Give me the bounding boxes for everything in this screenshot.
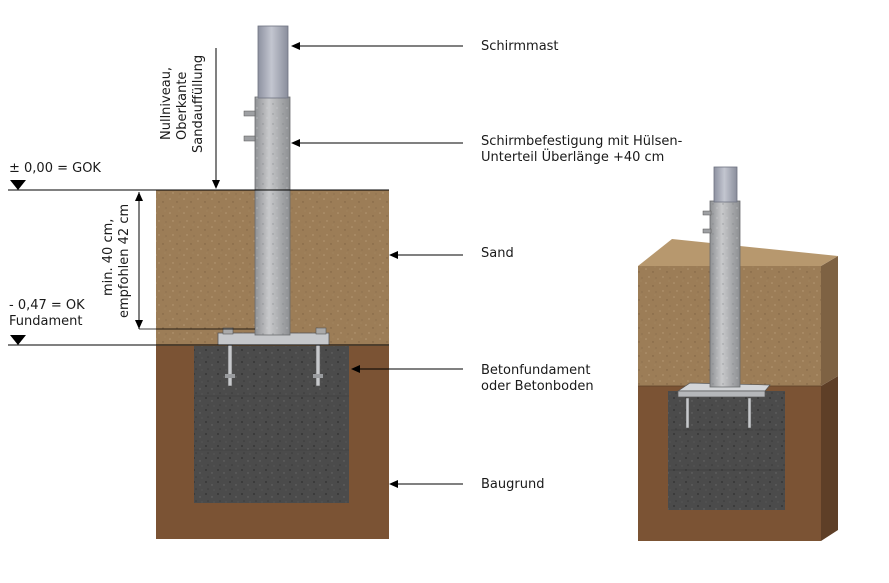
gok-level-marker	[8, 180, 389, 191]
depth-dimension	[135, 192, 255, 330]
level-ok-line1: - 0,47 = OK	[9, 298, 85, 313]
label-betonfundament-line1: Betonfundament	[481, 363, 591, 378]
note-nullniveau-line1: Nullniveau,	[159, 66, 174, 140]
ok-level-marker	[8, 335, 389, 346]
sand-side-face	[821, 256, 838, 386]
label-schirmbefestigung-line2: Unterteil Überlänge +40 cm	[481, 150, 665, 165]
label-baugrund: Baugrund	[481, 477, 545, 492]
label-schirmbefestigung-line1: Schirmbefestigung mit Hülsen-	[481, 134, 683, 149]
label-betonfundament-line2: oder Betonboden	[481, 379, 594, 394]
mast	[257, 25, 289, 99]
earth-side-face	[821, 376, 838, 541]
level-gok: ± 0,00 = GOK	[9, 161, 101, 176]
label-schirmmast: Schirmmast	[481, 39, 559, 54]
level-ok-line2: Fundament	[9, 314, 83, 329]
section-view	[156, 25, 389, 539]
note-nullniveau-line3: Sandauffüllung	[191, 54, 206, 153]
mast-3d	[713, 166, 738, 203]
nullniveau-arrow	[212, 48, 220, 189]
concrete-foundation	[194, 346, 349, 503]
note-depth-line2: empfohlen 42 cm	[117, 203, 132, 318]
note-nullniveau-line2: Oberkante	[175, 71, 190, 140]
label-arrows	[291, 42, 463, 488]
note-depth-line1: min. 40 cm,	[101, 218, 116, 296]
concrete-front-face	[668, 391, 785, 510]
label-sand: Sand	[481, 246, 514, 261]
perspective-view	[638, 166, 838, 541]
